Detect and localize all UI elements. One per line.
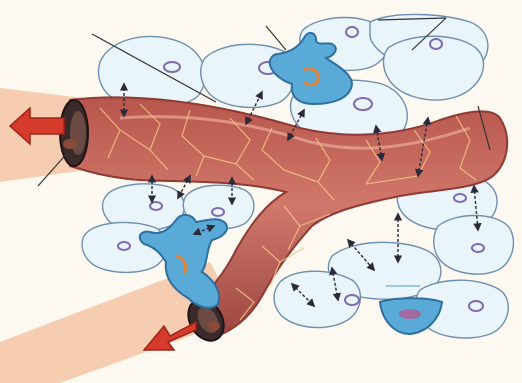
red-blood-cell bbox=[208, 321, 220, 331]
red-blood-cell bbox=[63, 139, 77, 149]
pericyte-bottom-nucleus bbox=[399, 309, 421, 319]
cell bbox=[384, 36, 484, 100]
cell bbox=[274, 271, 360, 327]
